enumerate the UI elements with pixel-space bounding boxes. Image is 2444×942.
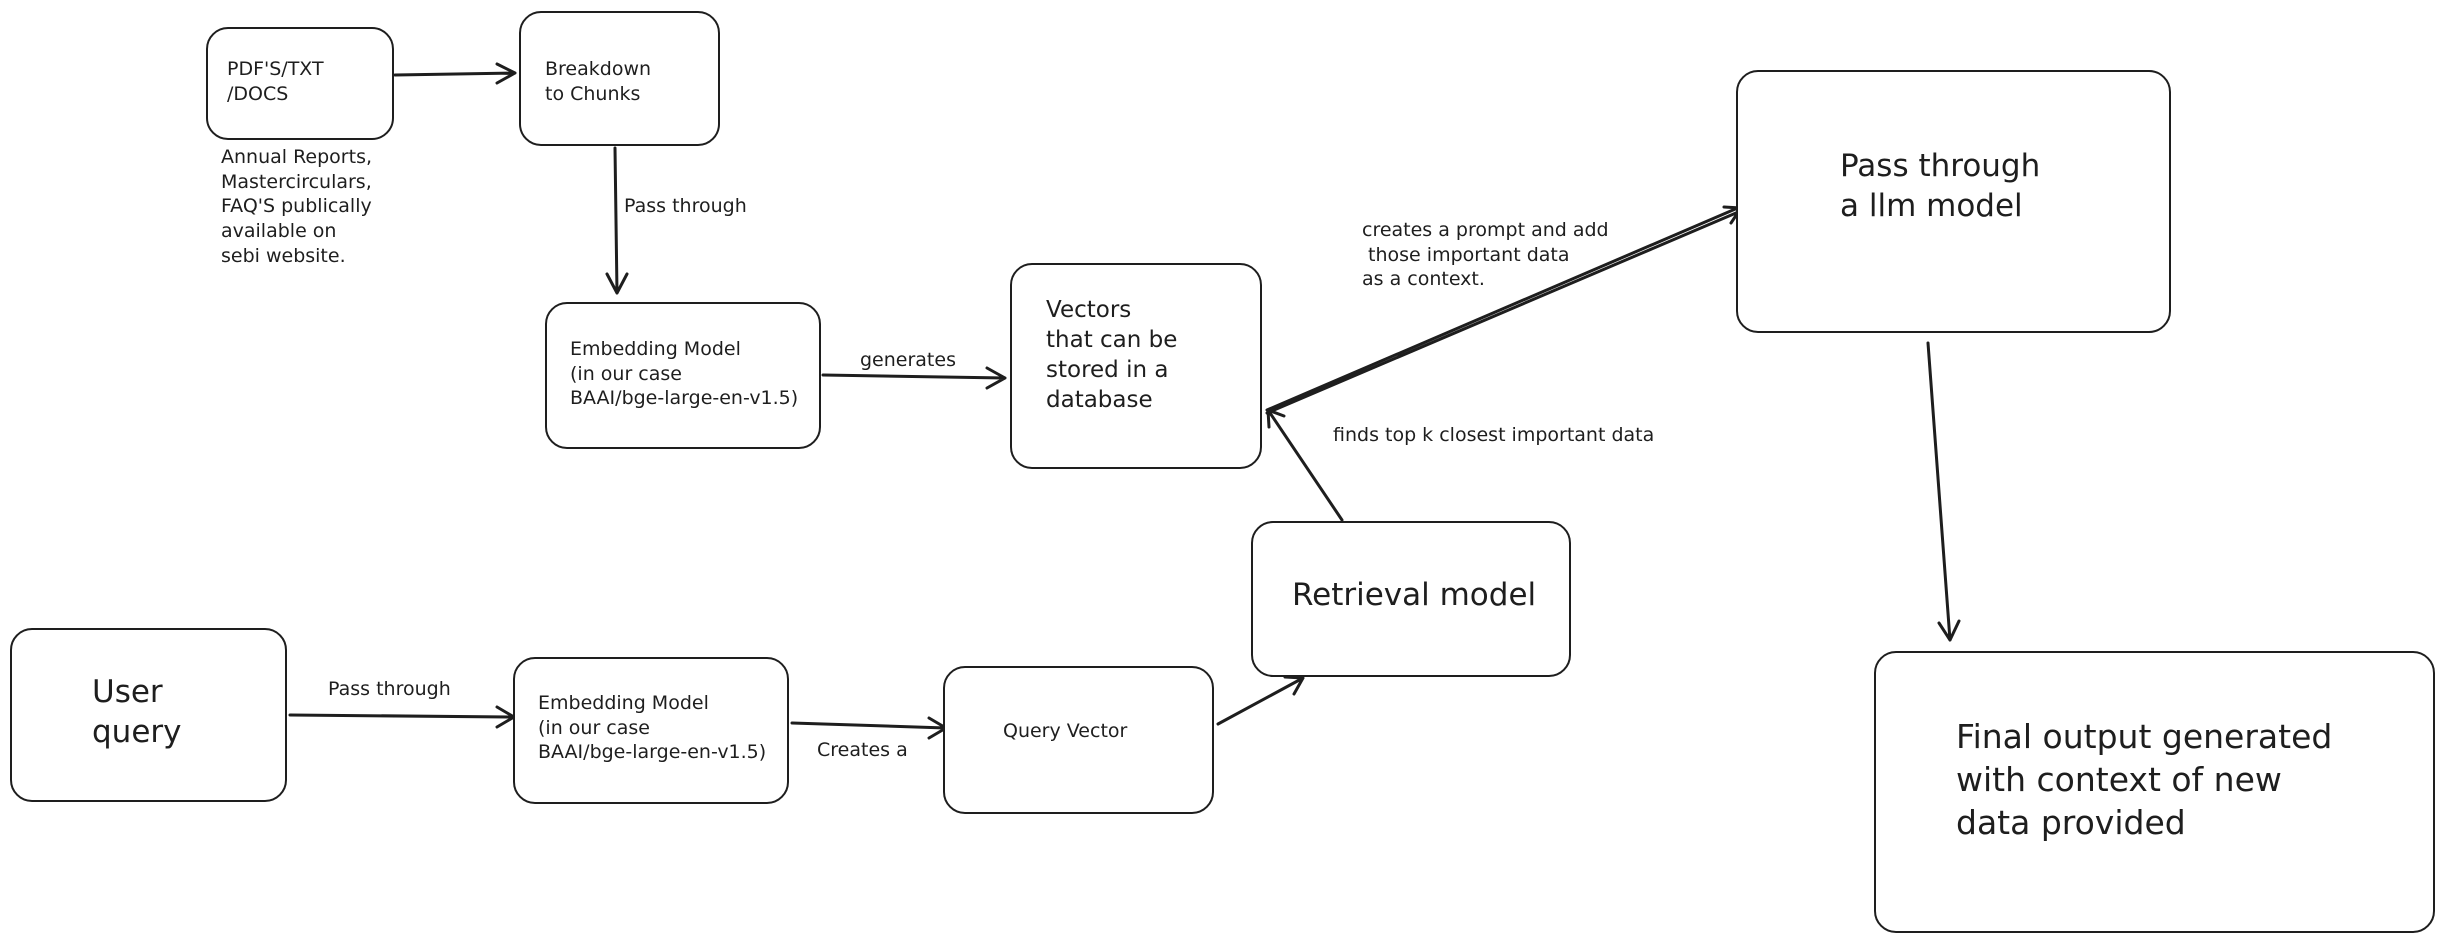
vectors-box xyxy=(1010,263,1262,469)
edge-label-vectors-to-llm: creates a prompt and add those important… xyxy=(1362,219,1609,291)
final-output-label: Final output generated with context of n… xyxy=(1956,717,2333,842)
sources-box xyxy=(206,27,394,140)
arrow-query-vector-to-retrieval xyxy=(1216,675,1305,726)
arrow-user-to-embedding xyxy=(288,705,516,729)
edge-label-user-to-embedding: Pass through xyxy=(328,678,451,700)
llm-label: Pass through a llm model xyxy=(1840,148,2041,225)
retrieval-model-box xyxy=(1251,521,1571,677)
arrow-sources-to-chunks xyxy=(393,62,517,85)
arrow-llm-to-output xyxy=(1926,341,1961,642)
llm-box xyxy=(1736,70,2171,333)
embedding-model-top-box xyxy=(545,302,821,449)
user-query-label: User query xyxy=(92,674,182,751)
embedding-model-bottom-box xyxy=(513,657,789,804)
retrieval-model-label: Retrieval model xyxy=(1292,577,1537,613)
edge-label-embedding-to-vectors: generates xyxy=(860,349,956,371)
chunks-box xyxy=(519,11,720,146)
edge-label-retrieval-to-vectors: finds top k closest important data xyxy=(1333,424,1655,446)
embedding-model-top-label: Embedding Model (in our case BAAI/bge-la… xyxy=(570,338,799,410)
sources-note: Annual Reports, Mastercirculars, FAQ'S p… xyxy=(221,146,373,267)
final-output-box xyxy=(1874,651,2435,933)
arrow-embedding-to-query-vector xyxy=(790,716,948,740)
chunks-label: Breakdown to Chunks xyxy=(545,58,652,105)
edge-label-embedding-to-query-vector: Creates a xyxy=(817,739,908,761)
embedding-model-bottom-label: Embedding Model (in our case BAAI/bge-la… xyxy=(538,692,767,764)
query-vector-label: Query Vector xyxy=(1003,720,1128,742)
user-query-box xyxy=(10,628,287,802)
arrow-retrieval-to-vectors xyxy=(1266,408,1344,522)
edge-label-chunks-to-embedding: Pass through xyxy=(624,195,747,217)
arrow-embedding-to-vectors xyxy=(821,366,1007,390)
query-vector-box xyxy=(943,666,1214,814)
arrow-chunks-to-embedding xyxy=(605,146,629,295)
vectors-label: Vectors that can be stored in a database xyxy=(1046,297,1178,413)
sources-label: PDF'S/TXT /DOCS xyxy=(227,58,324,105)
